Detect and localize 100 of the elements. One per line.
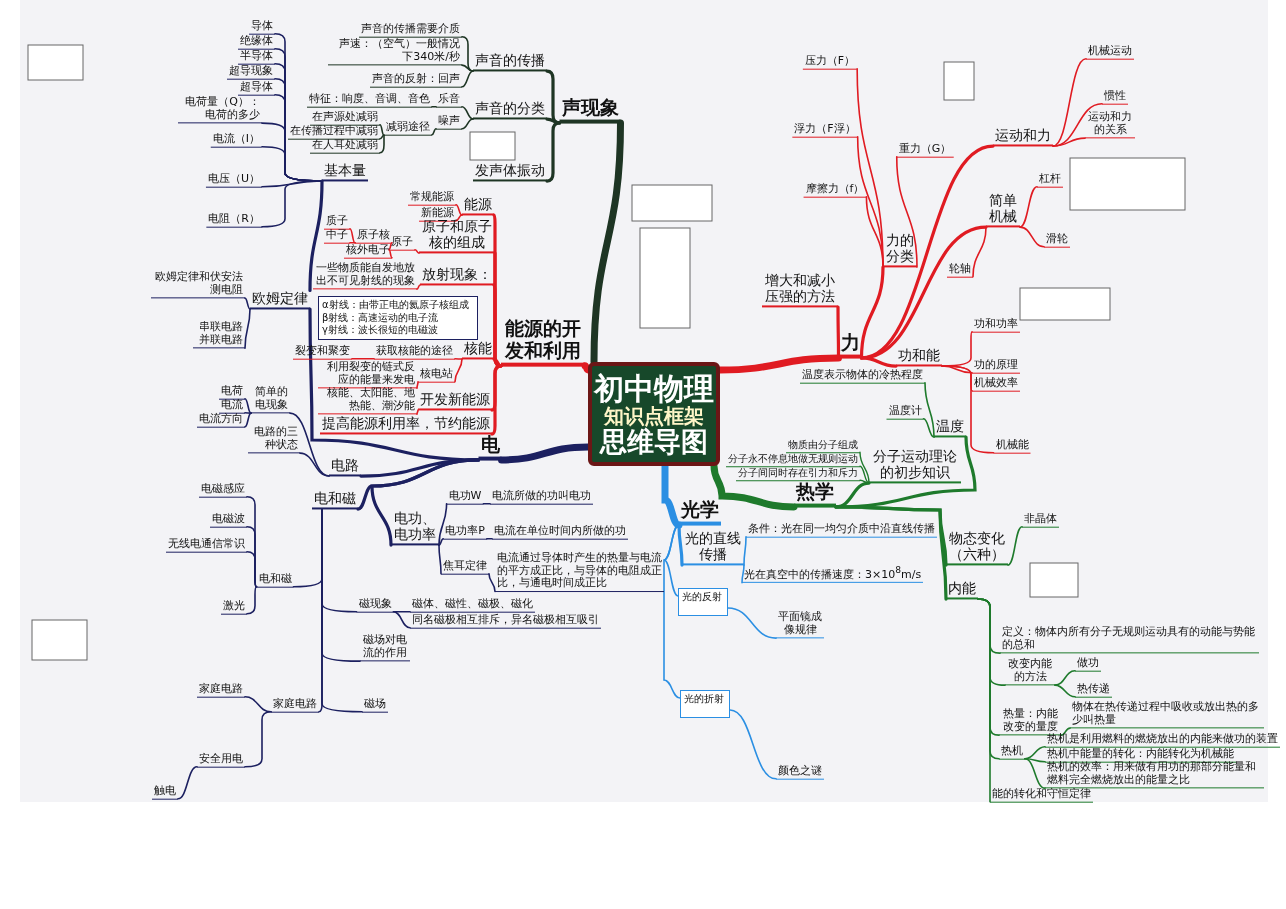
branch-line	[1019, 186, 1038, 228]
branch-line	[246, 551, 258, 588]
branch-line	[379, 134, 385, 154]
branch-label: 做功	[1075, 656, 1101, 672]
branch-line	[1054, 684, 1076, 698]
branch-line	[388, 242, 393, 251]
branch-line	[244, 308, 251, 349]
branch-line	[244, 412, 252, 428]
figure-panel: 光的反射	[678, 588, 728, 616]
branch-line	[351, 358, 375, 360]
branch-label: 一些物质能自发地放出不可见射线的现象	[313, 262, 417, 290]
branch-label: 功的原理	[972, 358, 1020, 374]
branch-line	[663, 524, 681, 699]
branch-label: 串联电路并联电路	[193, 321, 245, 349]
branch-label: 内能	[946, 580, 978, 600]
branch-label: 热机	[999, 744, 1025, 760]
branch-line	[486, 538, 493, 540]
callout-text: β射线：高速运动的电子流	[322, 311, 440, 324]
branch-line	[438, 544, 442, 575]
branch-label: 物体在热传递过程中吸收或放出热的多少叫热量	[1070, 701, 1264, 729]
branch-label: 开发新能源	[418, 391, 492, 411]
branch-label: 颜色之谜	[776, 764, 824, 780]
branch-line	[859, 465, 870, 484]
branch-line	[370, 458, 481, 547]
branch-label: 热机是利用燃料的燃烧放出的内能来做功的装置	[1045, 732, 1280, 748]
branch-label: 功和能	[896, 347, 942, 367]
branch-line	[414, 249, 420, 254]
branch-line	[461, 118, 474, 130]
branch-label: 电功W	[446, 489, 484, 505]
branch-label: 原子	[389, 235, 415, 251]
branch-label: 简单的电现象	[251, 386, 290, 414]
callout-text: γ射线：波长很短的电磁波	[322, 324, 439, 337]
branch-label: 电流通过导体时产生的热量与电流的平方成正比，与导体的电阻成正比，与通电时间成正比	[495, 552, 664, 592]
branch-label: 乐音	[436, 92, 462, 108]
branch-label: 无线电通信常识	[166, 537, 247, 553]
branch-label: 热机的效率：用来做有用功的那部分能量和燃料完全燃烧放出的能量之比	[1045, 761, 1264, 789]
branch-label: 电磁感应	[199, 482, 247, 498]
branch-label: 声音的分类	[473, 100, 547, 120]
branch-label: 滑轮	[1044, 232, 1070, 248]
branch-line	[455, 204, 463, 216]
branch-label: 重力（G）	[896, 142, 954, 158]
branch-label: 同名磁极相互排斥，异名磁极相互吸引	[410, 613, 601, 629]
branch-line	[941, 365, 995, 454]
branch-label: 触电	[152, 784, 178, 800]
branch-line	[454, 358, 463, 383]
branch-label: 磁场对电流的作用	[360, 634, 410, 662]
branch-label: 电流所做的功叫电功	[490, 489, 593, 505]
branch-label: 能源	[462, 196, 494, 216]
title-board	[588, 362, 720, 466]
branch-label: 条件：光在同一均匀介质中沿直线传播	[746, 522, 937, 538]
branch-line	[1024, 758, 1046, 763]
branch-line	[581, 362, 592, 374]
branch-label: 分子运动理论的初步知识	[869, 448, 961, 484]
branch-label: 减弱途径	[384, 120, 432, 136]
branch-label: 激光	[221, 599, 247, 615]
branch-label: 原子核	[355, 228, 392, 244]
branch-line	[922, 418, 935, 438]
branch-label: 导体	[249, 19, 275, 35]
branch-label: 声速：（空气）一般情况下340米/秒	[328, 38, 462, 66]
branch-line	[859, 451, 870, 484]
branch-label: 温度计	[886, 404, 924, 420]
branch-label: 声音的反射：回声	[370, 72, 462, 88]
branch-line	[244, 412, 252, 414]
branch-label: 能源的开发和利用	[501, 317, 585, 367]
branch-label: 物态变化（六种）	[946, 530, 1008, 566]
branch-label: 发声体振动	[473, 162, 547, 182]
branch-label: 电荷量（Q）：电荷的多少	[178, 96, 262, 124]
branch-label: 家庭电路	[197, 682, 245, 698]
branch-label: 核能、太阳能、地热能、潮汐能	[318, 387, 417, 415]
branch-label: 家庭电路	[271, 697, 319, 713]
branch-label: 在传播过程中减弱	[288, 124, 380, 140]
branch-line	[431, 128, 437, 136]
branch-label: 声现象	[559, 96, 621, 124]
branch-line	[349, 228, 356, 244]
branch-line	[490, 364, 503, 436]
callout-panel	[318, 296, 478, 340]
branch-line	[455, 214, 463, 222]
branch-line	[1019, 226, 1045, 248]
branch-label: 力的分类	[883, 232, 917, 268]
branch-label: 光的直线传播	[682, 530, 744, 566]
branch-line	[177, 766, 198, 800]
branch-label: 热传递	[1075, 682, 1112, 698]
branch-label: 机械效率	[972, 376, 1020, 392]
branch-line	[741, 564, 745, 584]
branch-line	[461, 106, 474, 120]
branch-line	[743, 536, 747, 566]
branch-label: 安全用电	[197, 752, 245, 768]
branch-label: 轮轴	[947, 262, 973, 278]
branch-line	[379, 124, 385, 137]
branch-label: 运动和力	[993, 127, 1053, 147]
branch-label: 温度表示物体的冷热程度	[800, 368, 925, 384]
branch-label: 分子永不停息地做无规则运动	[726, 453, 860, 467]
subtitle-text: 思维导图	[600, 426, 708, 457]
branch-label: 运动和力的关系	[1085, 111, 1135, 139]
branch-line	[461, 70, 474, 88]
branch-label: 电和磁	[312, 490, 358, 510]
branch-line	[416, 409, 419, 415]
branch-line	[431, 106, 437, 108]
branch-line	[308, 179, 324, 293]
branch-line	[388, 249, 393, 259]
